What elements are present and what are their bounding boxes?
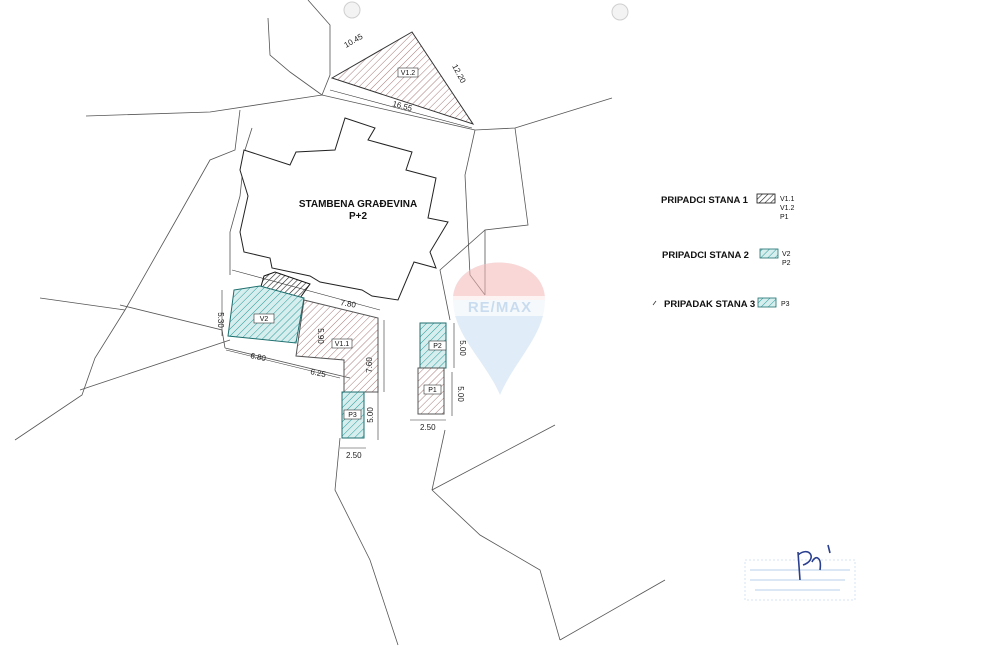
legend-item-v2: V2	[782, 251, 791, 258]
plot-v1-2: V1.2	[330, 31, 475, 125]
dim-7-80: 7.80	[340, 298, 357, 310]
building-name: STAMBENA GRAĐEVINA	[299, 199, 417, 210]
legend: PRIPADCI STANA 1 V1.1 V1.2 P1 PRIPADCI S…	[652, 193, 795, 310]
legend-item-p1: P1	[780, 214, 789, 221]
legend-item-p3: P3	[781, 301, 790, 308]
plot-v1-1-label: V1.1	[335, 341, 350, 348]
signature	[797, 544, 831, 581]
plot-v1-1: V1.1	[295, 299, 379, 393]
plot-p1: P1	[417, 367, 445, 415]
dim-2-50-p3: 2.50	[346, 451, 362, 460]
watermark-text: RE/MAX	[468, 299, 532, 316]
plot-p1-label: P1	[428, 387, 437, 394]
legend-item-v1-2: V1.2	[780, 205, 795, 212]
legend-label-stana-1: PRIPADCI STANA 1	[661, 195, 749, 206]
dim-10-45: 10.45	[343, 32, 365, 50]
plot-p2: P2	[419, 322, 447, 369]
dim-6-80: 6.80	[250, 351, 268, 363]
building-floors: P+2	[349, 211, 368, 222]
plot-p3: P3	[341, 391, 365, 439]
remax-watermark: RE/MAX	[452, 262, 548, 395]
legend-label-stana-2: PRIPADCI STANA 2	[662, 250, 749, 261]
legend-label-stana-3: PRIPADAK STANA 3	[664, 299, 755, 310]
dim-2-50-p1: 2.50	[420, 423, 436, 432]
dim-5-00-p2: 5.00	[458, 340, 467, 356]
dim-5-00-p3: 5.00	[366, 407, 375, 423]
pin-hole-left	[343, 1, 361, 19]
legend-swatch-stana-3	[757, 297, 777, 308]
dim-6-25: 6.25	[310, 367, 328, 379]
main-building: STAMBENA GRAĐEVINA P+2	[239, 117, 449, 301]
pin-hole-right	[611, 3, 629, 21]
plot-p3-label: P3	[348, 412, 357, 419]
plot-v1-2-label: V1.2	[401, 70, 416, 77]
cadastral-boundaries	[14, 0, 666, 646]
dim-12-20: 12.20	[450, 63, 468, 85]
legend-item-p2: P2	[782, 260, 791, 267]
dimension-lines	[221, 269, 455, 449]
dim-5-30: 5.30	[216, 312, 225, 328]
plot-p2-label: P2	[433, 343, 442, 350]
legend-item-v1-1: V1.1	[780, 196, 795, 203]
legend-swatch-stana-1	[756, 193, 776, 204]
dim-5-90: 5.90	[316, 328, 325, 344]
legend-swatch-stana-2	[759, 248, 779, 259]
plot-v2-label: V2	[260, 316, 269, 323]
dim-7-60: 7.60	[365, 357, 374, 373]
plot-v2: V2	[227, 285, 305, 344]
dim-5-00-p1: 5.00	[456, 386, 465, 402]
